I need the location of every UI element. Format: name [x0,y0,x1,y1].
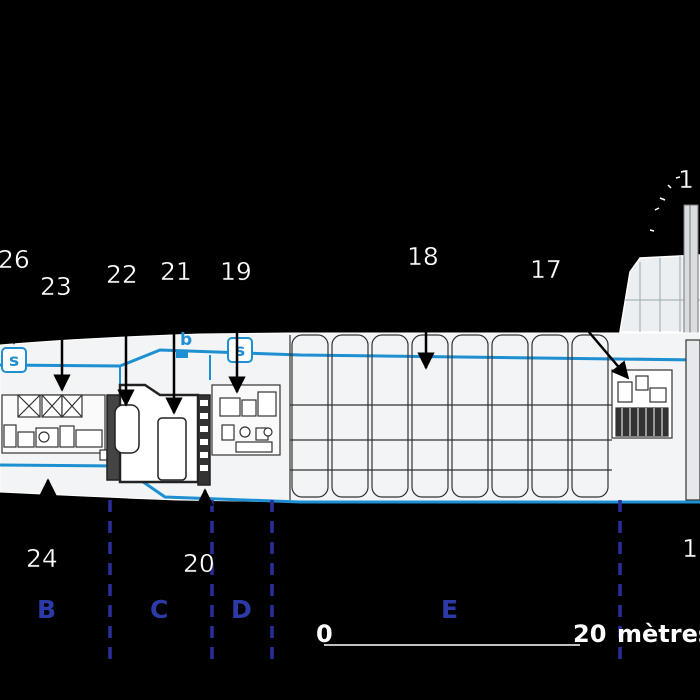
grid-cell [531,334,569,498]
label-20: 20 [183,549,215,578]
section-E: E [441,595,458,624]
ballast-tank-labels: s s b [1,330,253,373]
label-22: 22 [106,260,138,289]
label-17: 17 [530,255,562,284]
scale-zero: 0 [316,620,333,648]
label-21: 21 [160,257,192,286]
sail [619,176,700,336]
label-1x-bottom: 1 [682,534,698,563]
callout-arrows [5,275,630,545]
scale-unit: mètres [617,620,700,648]
label-1x-top: 1 [678,165,694,194]
forward-section-grid [289,334,612,500]
label-26: 26 [0,245,30,274]
scale-twenty: 20 [573,620,606,648]
label-18: 18 [407,242,439,271]
label-19: 19 [220,257,252,286]
tank-label-s-mid: s [235,341,245,361]
section-B: B [37,595,56,624]
section-dividers [108,500,622,668]
control-compartment [211,384,281,456]
reactor-compartment [106,383,211,486]
grid-cell [491,334,529,498]
section-D: D [231,595,252,624]
aft-machinery [1,394,109,461]
grid-cell [371,334,409,498]
section-letters: B C D E [37,595,458,624]
grid-cell [291,334,329,498]
tank-label-b: b [180,330,192,350]
scale-labels: 0 20 mètres [316,620,700,648]
label-24: 24 [26,544,58,573]
grid-cell [331,334,369,498]
callout-numbers: 1 26 23 22 21 19 18 17 24 20 1 [0,165,698,578]
section-C: C [150,595,168,624]
grid-cell [411,334,449,498]
tank-label-s-aft: s [9,351,19,371]
grid-cell [451,334,489,498]
label-23: 23 [40,272,72,301]
forward-equipment [611,339,700,501]
